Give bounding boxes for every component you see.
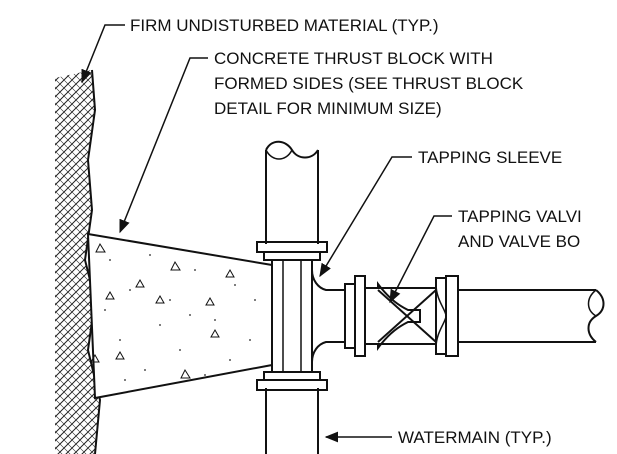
lower-flange [256,371,328,391]
upper-flange [256,241,328,261]
concrete-speckle [104,254,256,381]
leader-tapping-valve [389,215,452,304]
valve-outlet-flange [435,275,459,357]
label-thrust-block-line1: CONCRETE THRUST BLOCK WITH [214,49,493,68]
label-tapping-sleeve: TAPPING SLEEVE [418,148,562,167]
leader-tapping-sleeve [319,156,412,278]
branch-pipe [458,289,605,343]
label-tapping-valve-line1: TAPPING VALVI [458,207,582,226]
leader-thrust-block [119,57,208,234]
label-thrust-block-line2: FORMED SIDES (SEE THRUST BLOCK [214,74,524,93]
concrete-aggregate [90,242,235,379]
label-thrust-block-line3: DETAIL FOR MINIMUM SIZE) [214,99,442,118]
label-watermain: WATERMAIN (TYP.) [398,428,552,447]
tapping-sleeve-body [271,260,345,372]
leader-firm-material [81,24,125,84]
tapping-valve [364,281,447,351]
watermain-pipe [265,140,319,454]
soil-hatch [55,70,100,454]
sleeve-outlet-flange [344,275,366,357]
label-firm-material: FIRM UNDISTURBED MATERIAL (TYP.) [130,16,439,35]
concrete-thrust-block [86,232,273,400]
label-tapping-valve-line2: AND VALVE BO [458,232,580,251]
